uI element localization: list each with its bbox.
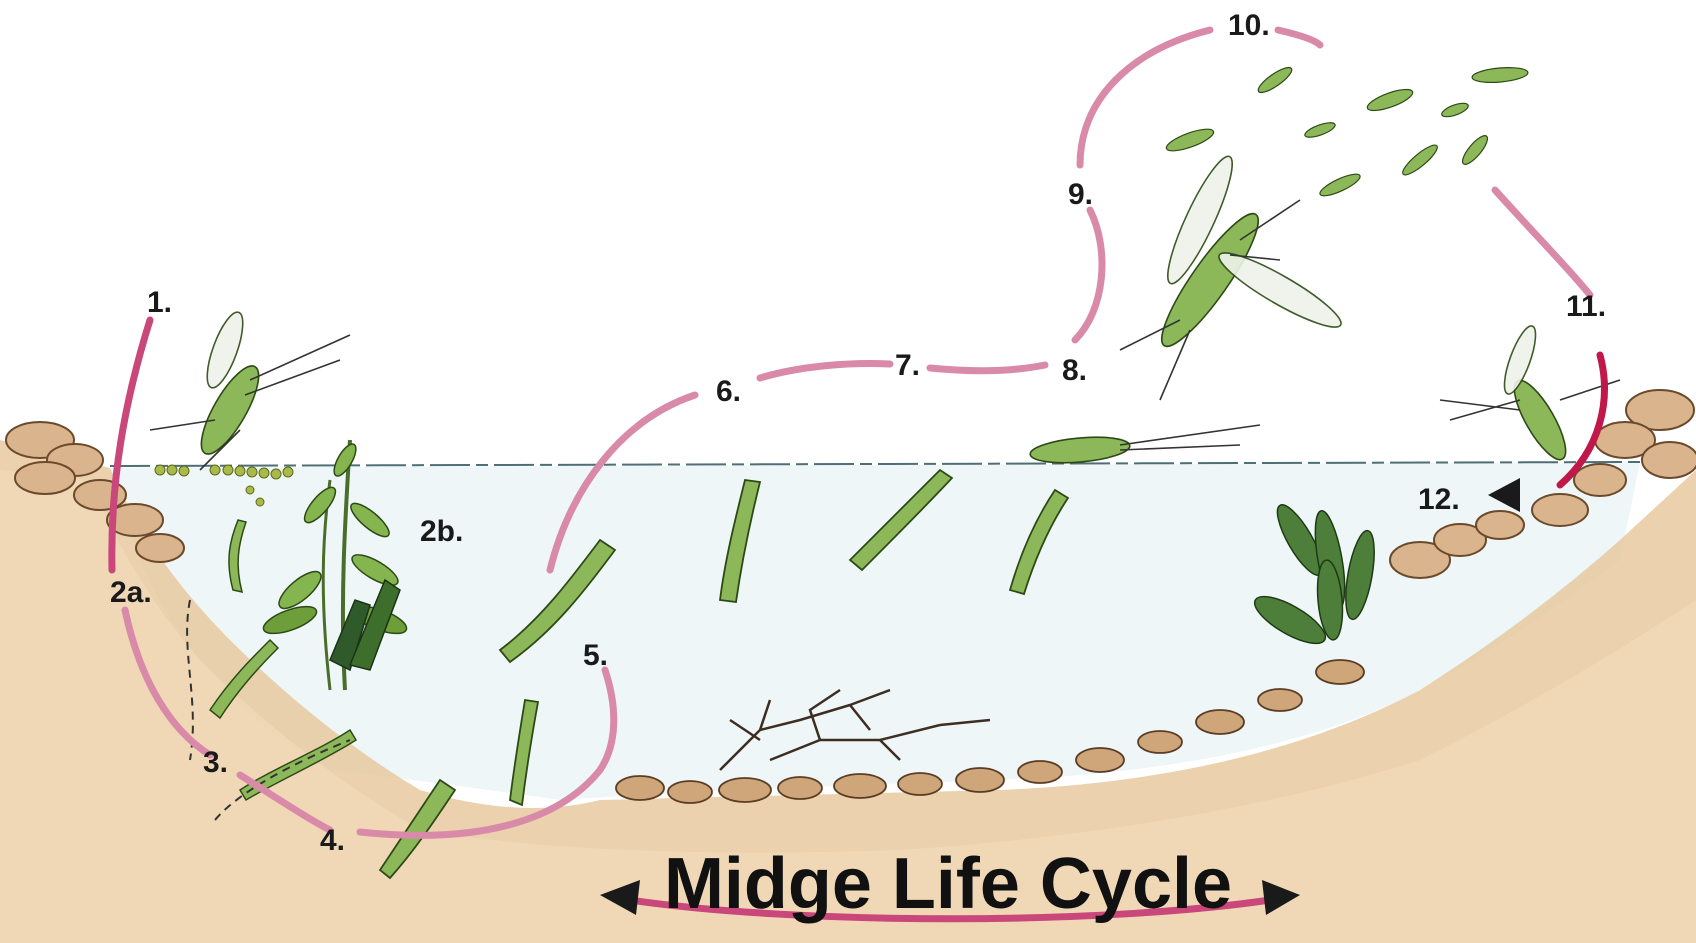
label-stage-6: 6. bbox=[716, 375, 741, 408]
path-7-to-8 bbox=[930, 365, 1045, 371]
label-stage-8: 8. bbox=[1062, 354, 1087, 387]
label-stage-5: 5. bbox=[583, 639, 608, 672]
diagram-title: Midge Life Cycle bbox=[664, 844, 1232, 924]
label-stage-4: 4. bbox=[320, 824, 345, 857]
path-10-to-swarm bbox=[1278, 30, 1320, 45]
path-8-to-9 bbox=[1075, 210, 1102, 340]
label-stage-10: 10. bbox=[1228, 9, 1270, 42]
label-stage-2a: 2a. bbox=[110, 576, 152, 609]
label-stage-9: 9. bbox=[1068, 178, 1093, 211]
path-6-to-7 bbox=[760, 364, 890, 378]
label-stage-12: 12. bbox=[1418, 483, 1460, 516]
adult-on-water bbox=[1029, 425, 1260, 466]
label-stage-2b: 2b. bbox=[420, 515, 463, 548]
adult-laying-eggs bbox=[150, 308, 350, 470]
label-stage-3: 3. bbox=[203, 746, 228, 779]
label-stage-11: 11. bbox=[1566, 290, 1606, 323]
adult-midges bbox=[150, 151, 1620, 470]
label-stage-7: 7. bbox=[895, 349, 920, 382]
adult-emerging bbox=[1120, 151, 1348, 400]
path-swarm-to-11 bbox=[1495, 190, 1590, 295]
label-stage-1: 1. bbox=[147, 286, 172, 319]
